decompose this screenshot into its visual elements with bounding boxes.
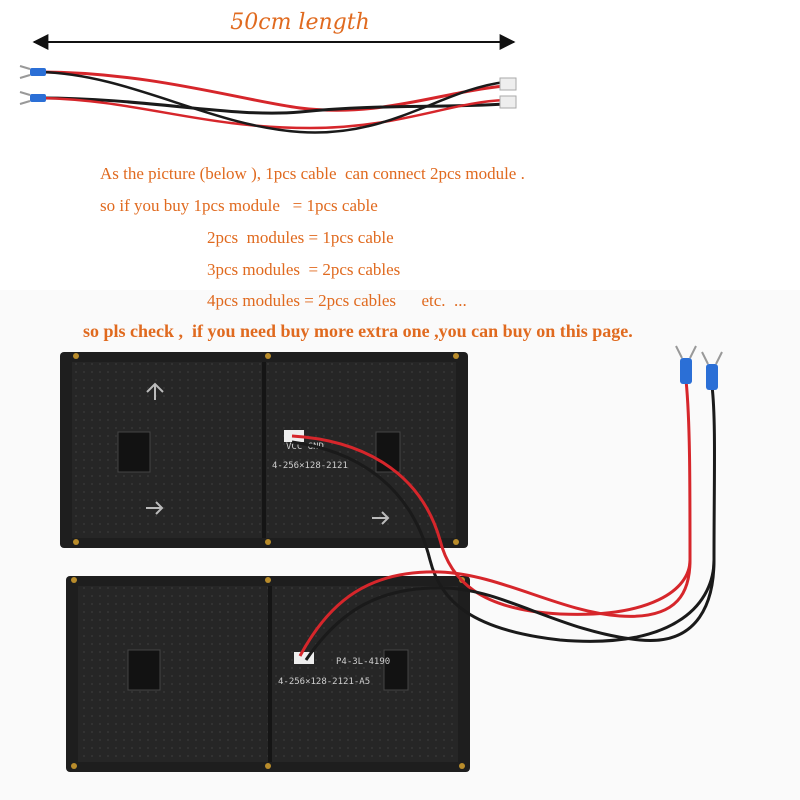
- connector-label: VCC GND: [286, 442, 324, 452]
- terminal-icon: [701, 351, 723, 390]
- text-line-5: 4pcs modules = 2pcs cables etc. ...: [207, 291, 467, 310]
- model-label: P4-3L-4190: [336, 657, 390, 667]
- part-number-label: 4-256×128-2121: [272, 461, 348, 471]
- led-module-top: VCC GND 4-256×128-2121: [60, 352, 468, 548]
- led-module-bottom: P4-3L-4190 4-256×128-2121-A5: [66, 576, 470, 772]
- connected-cable: [291, 345, 723, 661]
- text-line-2: so if you buy 1pcs module = 1pcs cable: [100, 196, 378, 215]
- part-number-label: 4-256×128-2121-A5: [278, 677, 370, 687]
- connector-icon: [499, 77, 517, 91]
- terminal-icon: [19, 65, 46, 79]
- terminal-icon: [19, 91, 46, 105]
- terminal-icon: [675, 345, 697, 384]
- text-line-6: so pls check , if you need buy more extr…: [83, 321, 633, 341]
- connector-icon: [499, 95, 517, 109]
- text-line-1: As the picture (below ), 1pcs cable can …: [100, 164, 525, 183]
- text-line-3: 2pcs modules = 1pcs cable: [207, 228, 394, 247]
- cable-illustration: [19, 65, 517, 134]
- text-line-4: 3pcs modules = 2pcs cables: [207, 260, 401, 279]
- length-label: 50cm length: [230, 10, 370, 35]
